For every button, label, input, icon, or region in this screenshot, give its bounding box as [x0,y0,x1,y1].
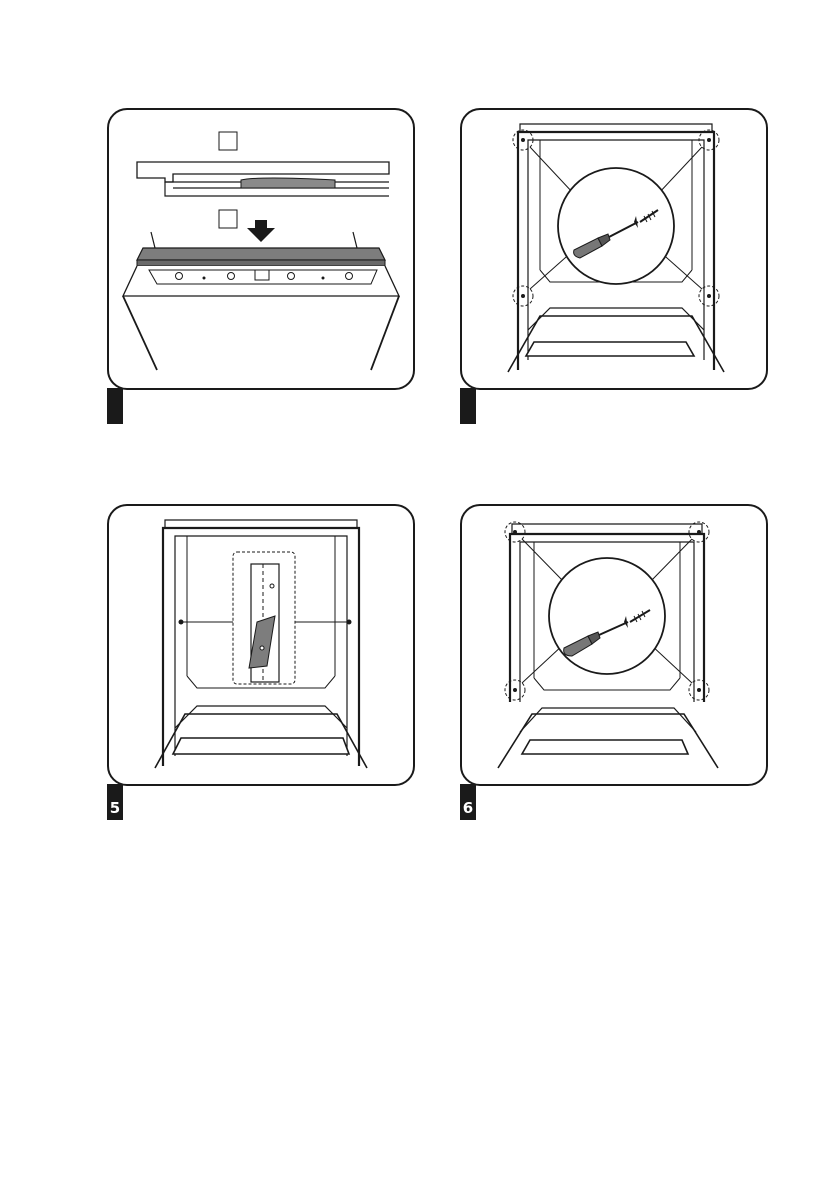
edge-strip [241,178,335,188]
step-tab-1 [107,388,123,424]
step-panel-1 [107,108,415,390]
step-tab-2 [460,388,476,424]
step-panel-2 [460,108,768,390]
step-number: 5 [110,799,120,817]
screw-fixing-illustration [462,110,766,388]
detail-magnifier [549,558,665,674]
strip-fitting-illustration [109,110,413,388]
step-number: 6 [463,799,473,817]
detail-magnifier [558,168,674,284]
strip-top [137,248,385,260]
substep-box-a [219,132,237,150]
down-arrow-icon [247,220,275,242]
step-tab-5: 5 [107,784,123,820]
adhesive-strip-illustration [109,506,413,784]
substep-box-b [219,210,237,228]
step-panel-5 [107,504,415,786]
step-panel-6 [460,504,768,786]
screw-fixing-illustration-2 [462,506,766,784]
step-tab-6: 6 [460,784,476,820]
